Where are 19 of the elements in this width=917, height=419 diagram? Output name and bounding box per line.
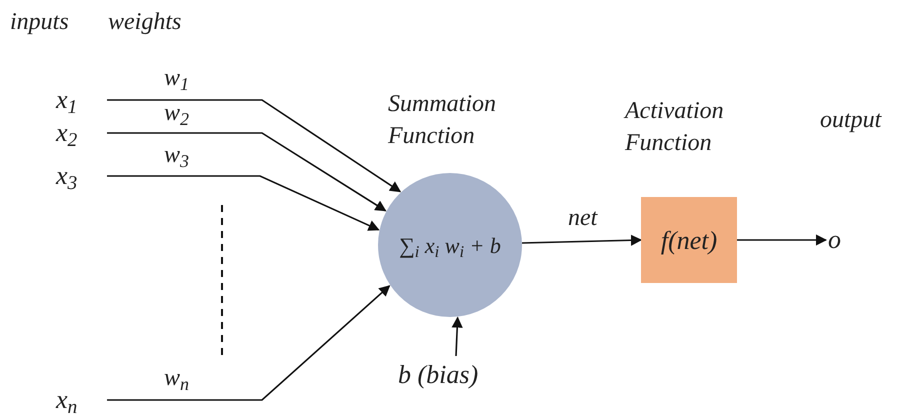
arrow bbox=[107, 132, 386, 212]
arrow bbox=[737, 234, 828, 246]
arrow bbox=[522, 234, 642, 246]
node-text: o bbox=[828, 224, 850, 256]
arrow bbox=[107, 99, 402, 192]
node-text: x$_{2}$ bbox=[56, 117, 102, 149]
arrow bbox=[452, 316, 463, 356]
node-text: x$_{n}$ bbox=[56, 384, 102, 416]
node-heading: Summation Function bbox=[388, 90, 497, 151]
node-text: x$_{1}$ bbox=[56, 84, 102, 116]
node-text: b (bias) bbox=[398, 358, 518, 392]
node-heading: Activation Function bbox=[625, 97, 725, 158]
heading-label: output bbox=[820, 108, 882, 132]
node-text: x$_{3}$ bbox=[56, 160, 102, 192]
heading-label: weights bbox=[108, 10, 182, 34]
arrow bbox=[107, 175, 380, 231]
activation-box: f(net) bbox=[641, 197, 737, 283]
arrow bbox=[107, 285, 390, 401]
heading-label: inputs bbox=[10, 10, 69, 34]
